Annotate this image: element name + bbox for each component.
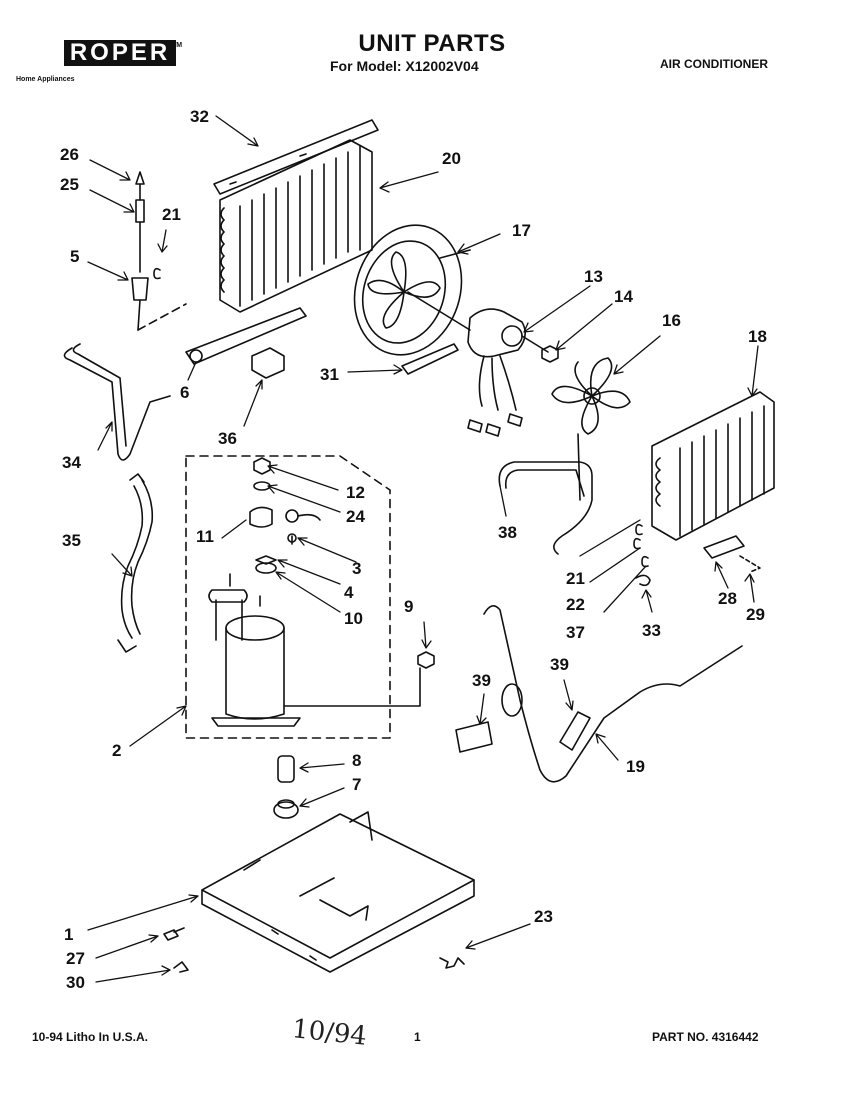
callout-5: 5 bbox=[70, 247, 80, 266]
callout-19: 19 bbox=[626, 757, 645, 776]
part-35-wire-harness bbox=[117, 473, 154, 653]
callout-39-left: 39 bbox=[472, 671, 491, 690]
part-16-blower-fan bbox=[551, 357, 631, 435]
part-37-clip bbox=[641, 555, 649, 568]
page-number: 1 bbox=[414, 1030, 421, 1044]
callout-30: 30 bbox=[66, 973, 85, 992]
callout-9: 9 bbox=[404, 597, 414, 616]
part-34-tube bbox=[63, 343, 171, 461]
part-22-clip bbox=[633, 537, 641, 550]
callout-21-left: 21 bbox=[162, 205, 181, 224]
part-8-spacer bbox=[277, 755, 295, 783]
callout-1: 1 bbox=[64, 925, 74, 944]
part-23-clip bbox=[439, 957, 465, 969]
part-2-compressor-enclosure bbox=[185, 455, 391, 739]
callout-2: 2 bbox=[112, 741, 122, 760]
callout-18: 18 bbox=[748, 327, 767, 346]
callout-3: 3 bbox=[352, 559, 362, 578]
callout-17: 17 bbox=[512, 221, 531, 240]
callout-23: 23 bbox=[534, 907, 553, 926]
callout-20: 20 bbox=[442, 149, 461, 168]
part-10-gasket bbox=[255, 562, 277, 574]
part-32-bracket bbox=[213, 119, 379, 195]
trademark-mark: TM bbox=[172, 42, 183, 49]
brand-tagline: Home Appliances bbox=[16, 76, 75, 83]
part-9-nut bbox=[417, 651, 435, 669]
part-27-screw bbox=[163, 927, 185, 941]
callout-39-right: 39 bbox=[550, 655, 569, 674]
leader-lines bbox=[87, 115, 759, 983]
part-7-grommet bbox=[273, 799, 299, 819]
part-21-clip-left bbox=[153, 267, 161, 280]
callout-38: 38 bbox=[498, 523, 517, 542]
callout-24: 24 bbox=[346, 507, 365, 526]
callout-28: 28 bbox=[718, 589, 737, 608]
callout-34: 34 bbox=[62, 453, 81, 472]
part-28-holder bbox=[703, 535, 745, 559]
callout-14: 14 bbox=[614, 287, 633, 306]
callout-32: 32 bbox=[190, 107, 209, 126]
callout-33: 33 bbox=[642, 621, 661, 640]
callout-36: 36 bbox=[218, 429, 237, 448]
part-19-heater-wire bbox=[483, 605, 743, 783]
part-33-clip bbox=[635, 574, 651, 587]
callout-13: 13 bbox=[584, 267, 603, 286]
callout-35: 35 bbox=[62, 531, 81, 550]
callout-7: 7 bbox=[352, 775, 362, 794]
part-26-25-5-sensor-assembly bbox=[131, 171, 187, 331]
callout-22: 22 bbox=[566, 595, 585, 614]
brand-logo: ROPER bbox=[64, 40, 176, 74]
part-39-pad-right bbox=[559, 711, 591, 751]
model-label: For Model: X12002V04 bbox=[330, 58, 479, 74]
page-title: UNIT PARTS bbox=[358, 30, 506, 57]
callout-10: 10 bbox=[344, 609, 363, 628]
callout-25: 25 bbox=[60, 175, 79, 194]
part-1-base-pan bbox=[201, 811, 475, 973]
part-38-tube bbox=[498, 433, 593, 555]
compressor-body bbox=[208, 573, 421, 727]
callout-37: 37 bbox=[566, 623, 585, 642]
part-18-evaporator-coil bbox=[651, 391, 775, 541]
callout-12: 12 bbox=[346, 483, 365, 502]
part-39-pad-left bbox=[455, 721, 493, 753]
part-29-arrow bbox=[739, 555, 761, 573]
part-number: PART NO. 4316442 bbox=[652, 1030, 759, 1044]
callout-4: 4 bbox=[344, 583, 354, 602]
callout-27: 27 bbox=[66, 949, 85, 968]
brand-logo-wordmark: ROPER bbox=[64, 40, 176, 66]
callout-21-right: 21 bbox=[566, 569, 585, 588]
callout-26: 26 bbox=[60, 145, 79, 164]
callout-31: 31 bbox=[320, 365, 339, 384]
part-20-condenser-coil bbox=[219, 139, 373, 313]
part-30-clip bbox=[173, 961, 189, 973]
part-6-strap bbox=[185, 307, 307, 365]
part-21-clip-right bbox=[635, 523, 643, 536]
print-info: 10-94 Litho In U.S.A. bbox=[32, 1030, 149, 1044]
part-11-terminal-cover bbox=[249, 506, 273, 528]
part-3-overload bbox=[285, 509, 321, 545]
part-12-nut bbox=[253, 457, 271, 475]
part-31-strap bbox=[401, 343, 459, 375]
callout-6: 6 bbox=[180, 383, 190, 402]
callout-11: 11 bbox=[196, 527, 214, 546]
part-17-fan-shroud bbox=[353, 224, 471, 356]
callout-29: 29 bbox=[746, 605, 765, 624]
callout-16: 16 bbox=[662, 311, 681, 330]
part-14-nut bbox=[541, 345, 559, 363]
callout-8: 8 bbox=[352, 751, 362, 770]
part-36-block bbox=[251, 347, 285, 379]
product-category: AIR CONDITIONER bbox=[660, 57, 768, 71]
